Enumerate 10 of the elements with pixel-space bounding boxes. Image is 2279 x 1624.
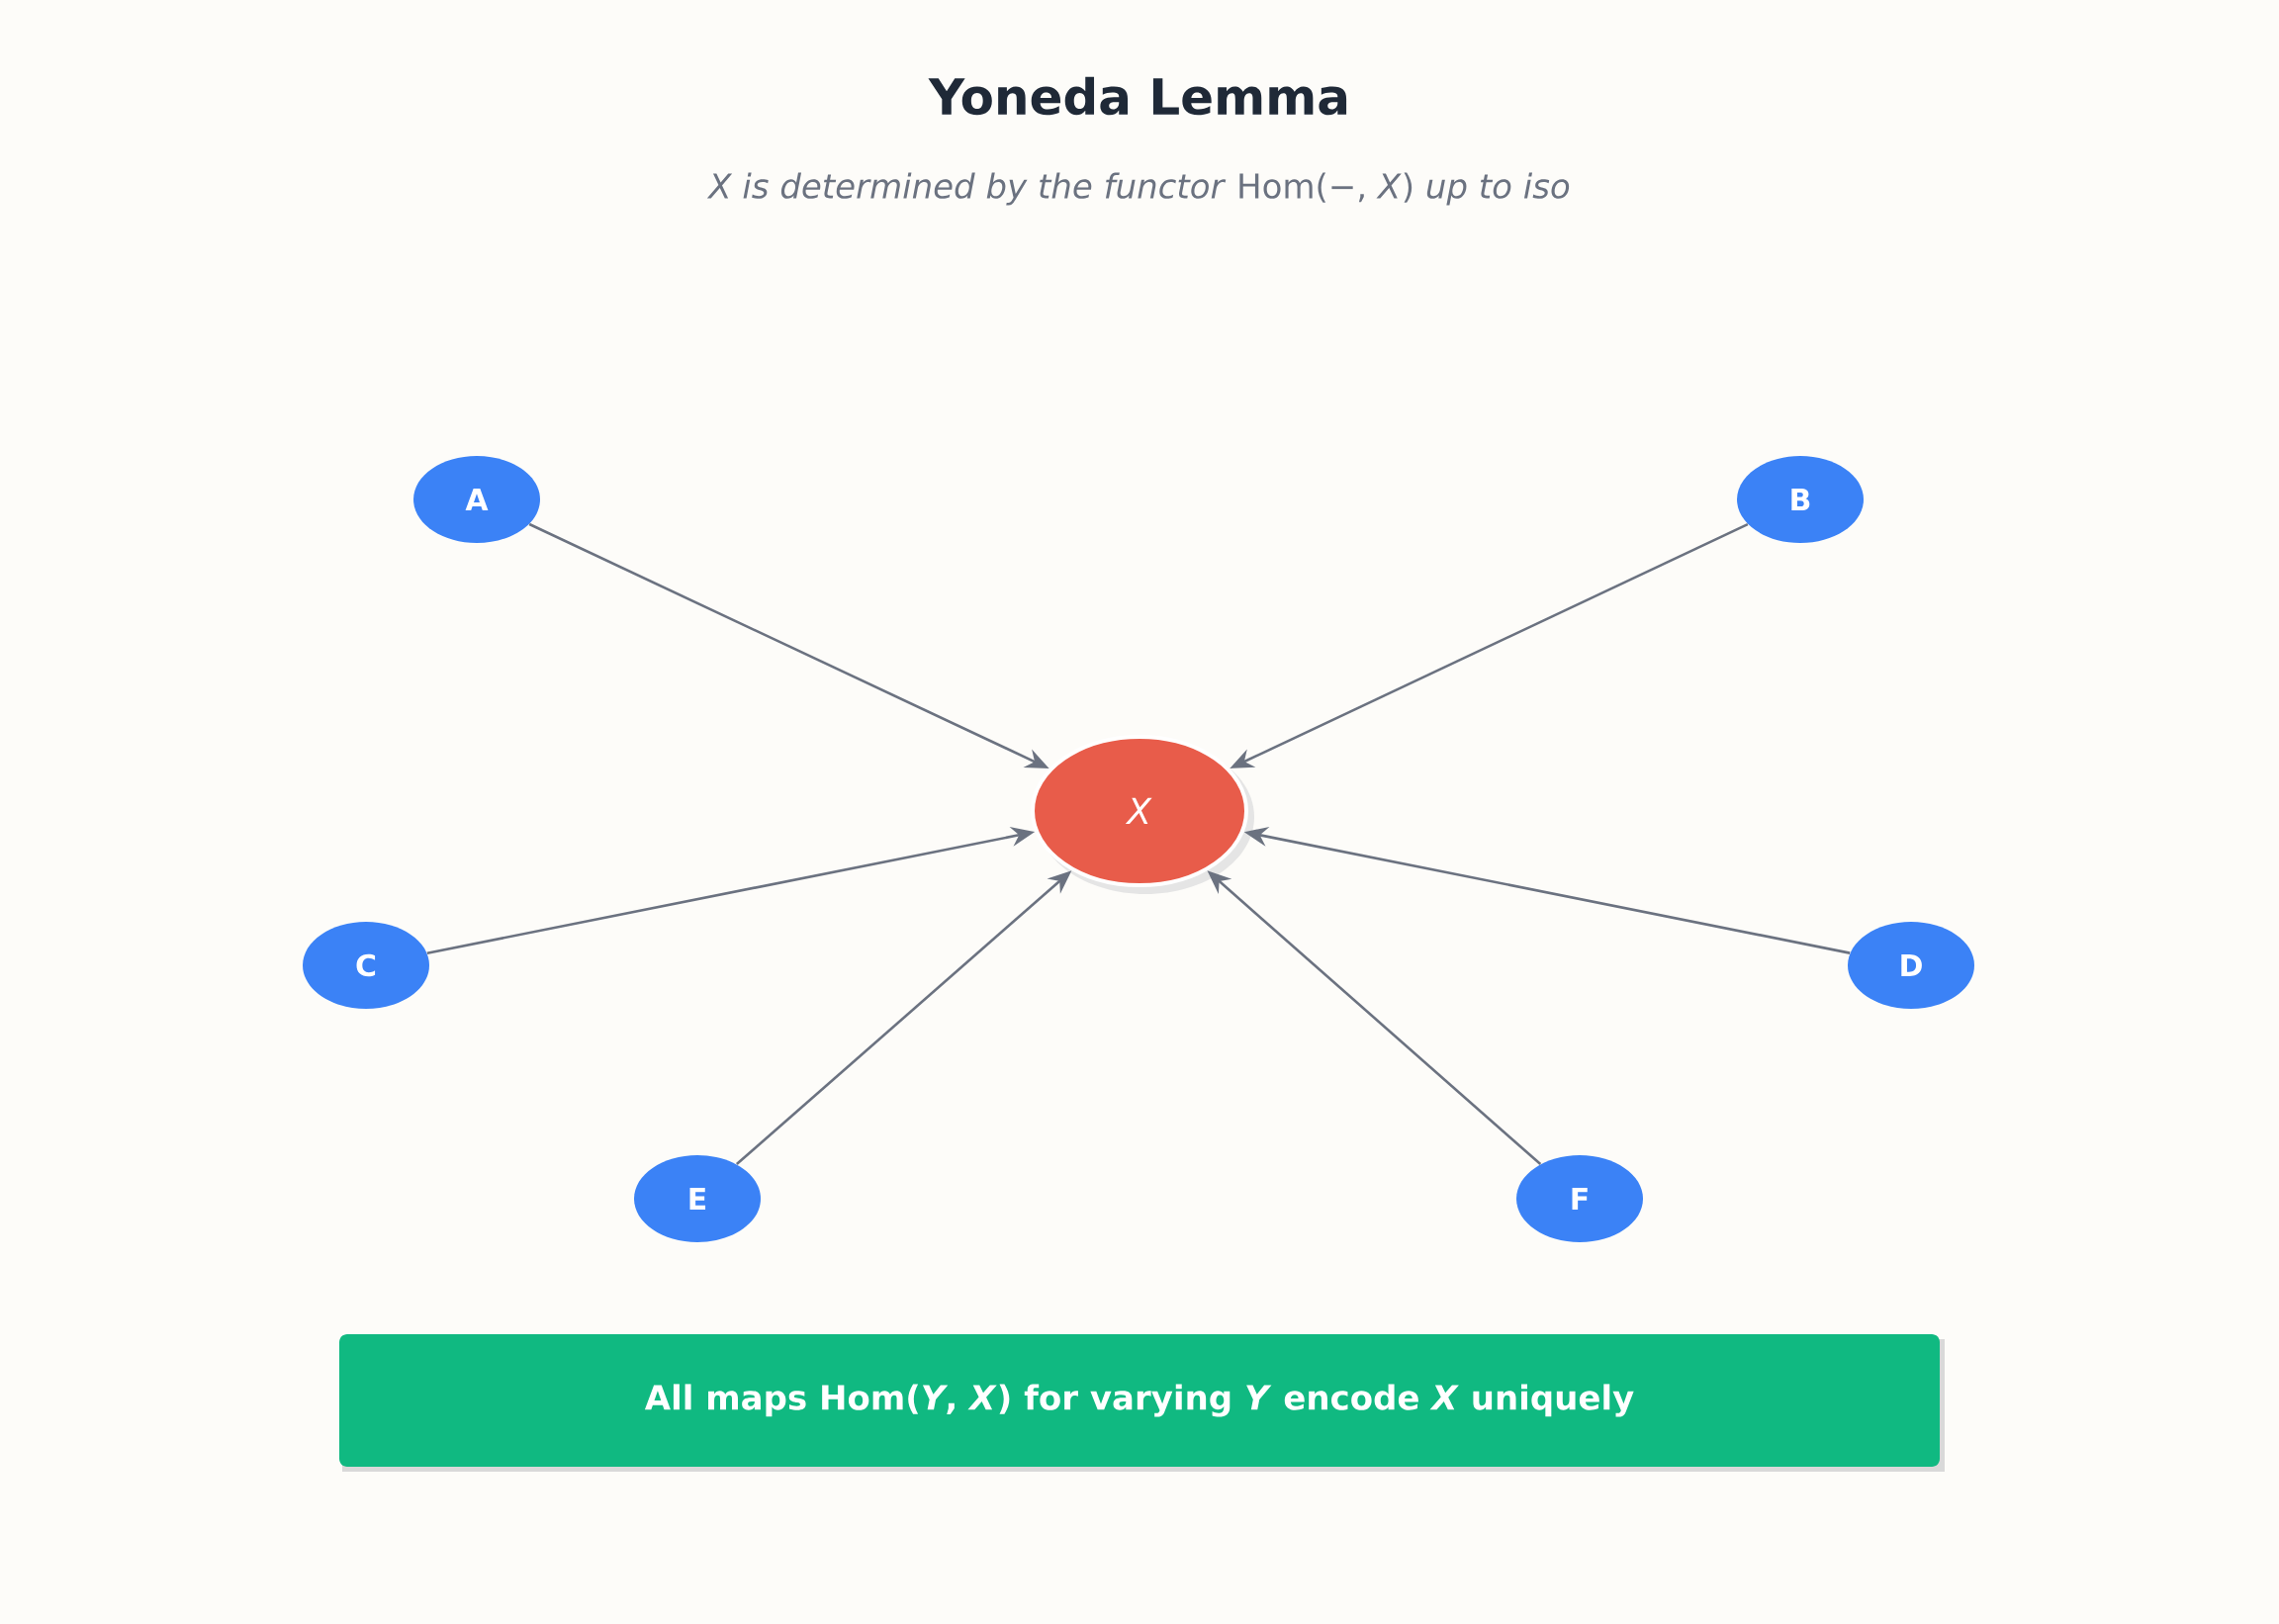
object-node: E	[634, 1155, 761, 1242]
object-node: F	[1516, 1155, 1643, 1242]
summary-banner: All maps Hom(Y, X) for varying Y encode X uniquely	[339, 1334, 1945, 1472]
object-node: A	[413, 456, 540, 543]
title: Yoneda Lemma	[928, 76, 1347, 116]
object-node: C	[303, 922, 429, 1009]
object-node: B	[1737, 456, 1864, 543]
object-node: D	[1848, 922, 1974, 1009]
subtitle: X is determined by the functor Hom(−, X) up to iso	[706, 172, 1570, 206]
center-object-node: X	[1031, 735, 1254, 894]
